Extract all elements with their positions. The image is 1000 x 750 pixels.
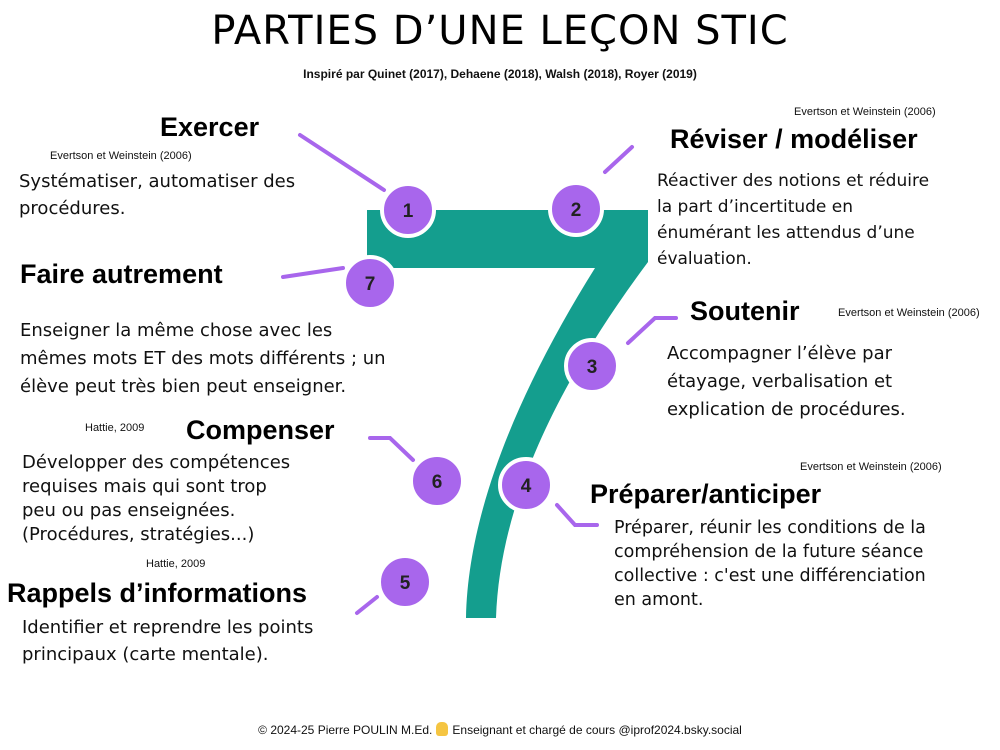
part-5-description: Identifier et reprendre les points princ… [22,614,362,668]
connector-7 [281,266,345,279]
circle-4: 4 [498,457,554,513]
part-6-line-1: Développer des compétences [22,452,291,473]
part-4-citation: Evertson et Weinstein (2006) [800,461,942,473]
circle-6-number: 6 [432,472,443,493]
part-4-description: Préparer, réunir les conditions de la co… [614,516,994,612]
part-4-line-4: en amont. [614,590,704,610]
connector-1 [298,133,386,192]
part-6-line-2: requises mais qui sont trop [22,476,267,497]
part-6-description: Développer des compétences requises mais… [22,451,362,547]
circle-1: 1 [380,182,436,238]
connector-2 [603,145,634,174]
part-3-description: Accompagner l’élève par étayage, verbali… [667,340,987,424]
circle-7-number: 7 [365,274,376,295]
part-5-citation: Hattie, 2009 [146,558,206,570]
part-2-line-2: la part d’incertitude en [657,197,854,217]
part-2-citation: Evertson et Weinstein (2006) [794,106,936,118]
connector-4 [555,503,599,527]
part-1-description: Systématiser, automatiser des procédures… [19,168,359,222]
part-3-citation: Evertson et Weinstein (2006) [838,307,980,319]
part-6-citation: Hattie, 2009 [85,422,145,434]
footer-copyright: © 2024-25 Pierre POULIN M.Ed. [258,723,433,737]
part-1-line-2: procédures. [19,198,126,219]
part-2-line-1: Réactiver des notions et réduire [657,171,930,191]
connector-lines [281,133,678,615]
part-5-line-2: principaux (carte mentale). [22,644,269,665]
connector-5 [355,595,379,615]
circle-5: 5 [377,554,433,610]
part-7-line-3: élève peut très bien peut enseigner. [20,376,347,397]
circle-6: 6 [409,453,465,509]
circle-3-number: 3 [587,357,598,378]
page-title: PARTIES D’UNE LEÇON STIC [211,8,789,54]
circle-2-number: 2 [571,200,582,221]
part-7-line-2: mêmes mots ET des mots différents ; un [20,348,386,369]
footer-credit: Enseignant et chargé de cours @iprof2024… [452,723,742,737]
footer: © 2024-25 Pierre POULIN M.Ed. Enseignant … [0,722,1000,737]
part-1-line-1: Systématiser, automatiser des [19,171,296,192]
part-3-line-3: explication de procédures. [667,399,906,420]
part-3-heading: Soutenir [690,296,800,326]
connector-6 [368,436,415,462]
page-subtitle: Inspiré par Quinet (2017), Dehaene (2018… [303,67,697,81]
part-6-line-4: (Procédures, stratégies...) [22,524,255,545]
connector-3 [626,316,678,345]
circle-7: 7 [342,255,398,311]
seven-shape [367,210,648,618]
circle-4-number: 4 [521,476,532,497]
numbered-circles: 1 2 3 4 5 6 7 [342,181,620,610]
part-5-heading: Rappels d’informations [7,578,308,608]
waving-hand-icon [436,722,449,736]
part-6-line-3: peu ou pas enseignées. [22,500,236,521]
part-3-line-2: étayage, verbalisation et [667,371,893,392]
part-5-line-1: Identifier et reprendre les points [22,617,314,638]
part-1-heading: Exercer [160,112,260,142]
part-4-line-2: compréhension de la future séance [614,542,924,562]
circle-1-number: 1 [403,201,414,222]
part-4-line-3: collective : c'est une différenciation [614,566,926,586]
circle-2: 2 [548,181,604,237]
part-2-heading: Réviser / modéliser [670,124,918,154]
part-4-line-1: Préparer, réunir les conditions de la [614,518,926,538]
part-7-heading: Faire autrement [20,259,223,289]
part-7-description: Enseigner la même chose avec les mêmes m… [20,317,440,401]
part-2-description: Réactiver des notions et réduire la part… [657,168,987,272]
part-7-line-1: Enseigner la même chose avec les [20,320,333,341]
part-2-line-4: évaluation. [657,249,752,269]
part-1-citation: Evertson et Weinstein (2006) [50,150,192,162]
circle-3: 3 [564,338,620,394]
part-4-heading: Préparer/anticiper [590,479,822,509]
part-6-heading: Compenser [186,415,335,445]
part-3-line-1: Accompagner l’élève par [667,343,892,364]
circle-5-number: 5 [400,573,411,594]
part-2-line-3: énumérant les attendus d’une [657,223,915,243]
